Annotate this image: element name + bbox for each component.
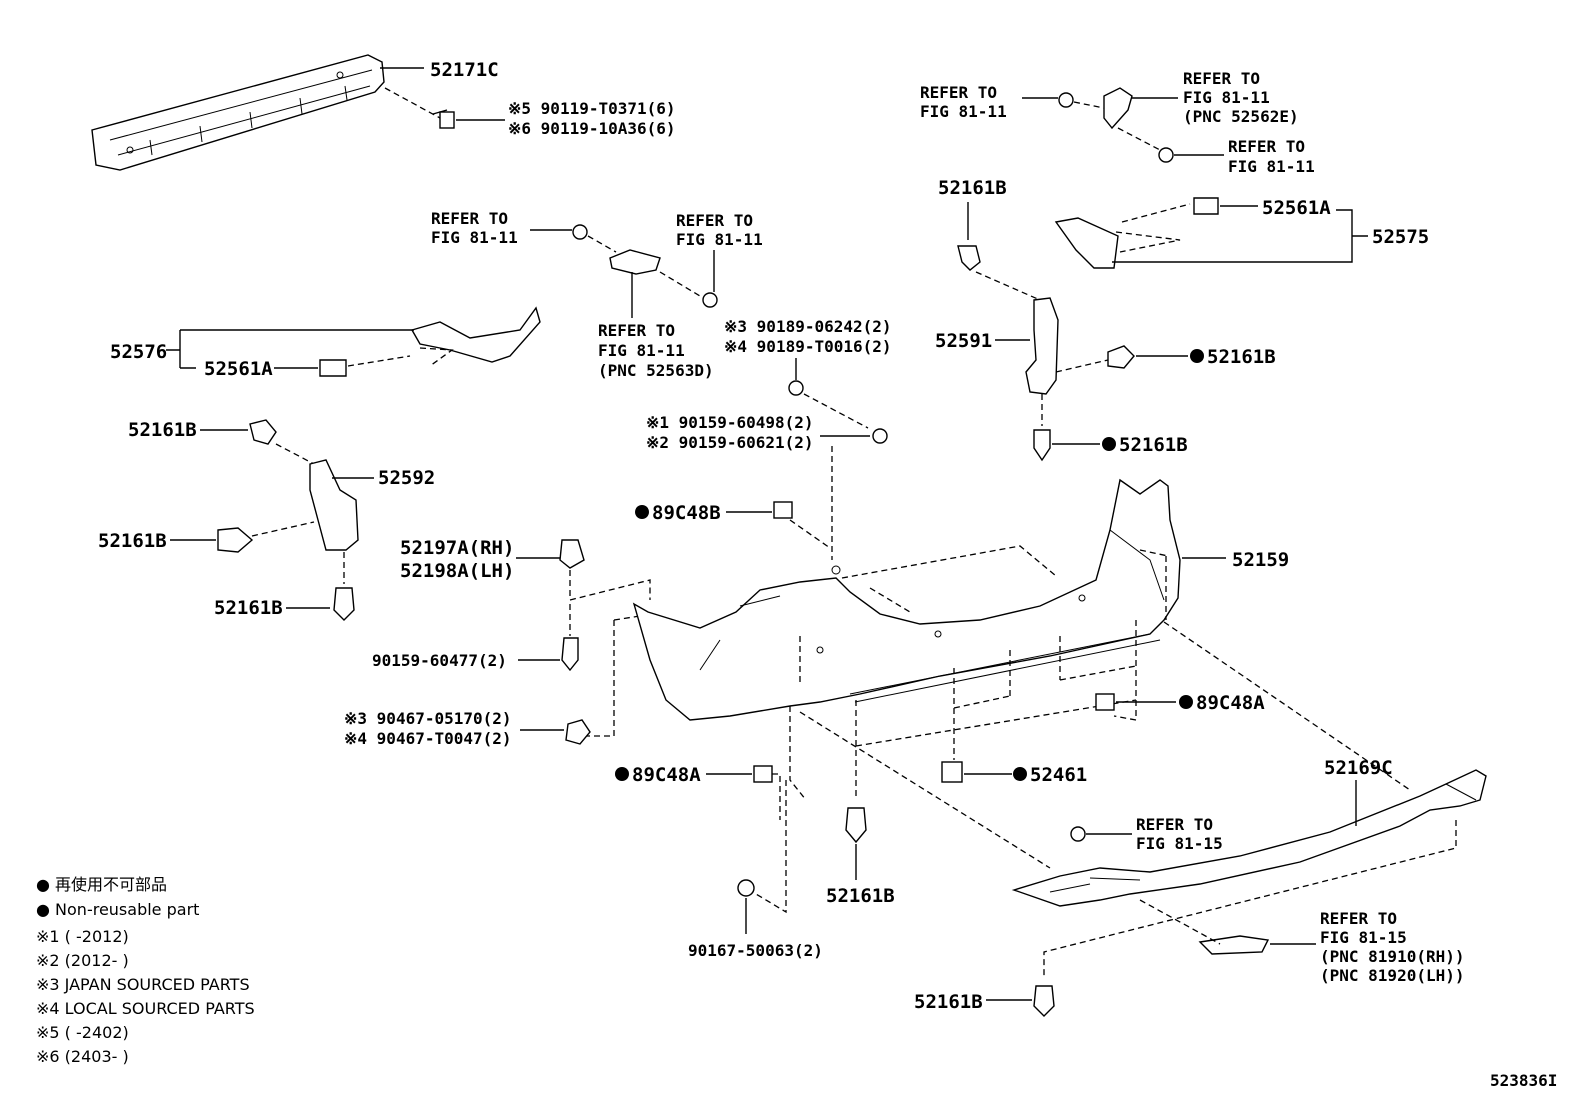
bolt-90119[interactable] — [432, 109, 455, 129]
clip-icon — [572, 224, 588, 240]
lower-spoiler-52169c[interactable] — [1011, 769, 1487, 955]
part-label-90159-60477[interactable]: 90159-60477(2) — [372, 651, 507, 670]
refer-label: REFER TO — [1228, 137, 1305, 156]
legend-note-6: ※6 (2403- ) — [36, 1047, 129, 1066]
part-label-90467-t0047[interactable]: ※4 90467-T0047(2) — [344, 729, 512, 748]
part-label-52161b[interactable]: 52161B — [826, 885, 895, 907]
part-label-90119-10a36[interactable]: ※6 90119-10A36(6) — [508, 119, 676, 138]
refer-label: FIG 81-11 — [1228, 157, 1315, 176]
part-label-52159[interactable]: 52159 — [1232, 549, 1289, 571]
part-label-52161b[interactable]: 52161B — [1207, 346, 1276, 368]
part-label-90167-50063[interactable]: 90167-50063(2) — [688, 941, 823, 960]
part-label-90467-05170[interactable]: ※3 90467-05170(2) — [344, 709, 512, 728]
clip-icon — [1070, 826, 1086, 842]
part-label-52161b[interactable]: 52161B — [1119, 434, 1188, 456]
refer-label: FIG 81-15 — [1136, 834, 1223, 853]
clip-89c48a[interactable] — [753, 765, 773, 783]
clip-52161b[interactable] — [845, 807, 867, 844]
clip-icon — [1058, 92, 1074, 108]
part-label-52161b[interactable]: 52161B — [98, 530, 167, 552]
part-label-52161b[interactable]: 52161B — [214, 597, 283, 619]
refer-label: REFER TO — [598, 321, 675, 340]
part-label-90189-06242[interactable]: ※3 90189-06242(2) — [724, 317, 892, 336]
refer-label: REFER TO — [1320, 909, 1397, 928]
bolt-52561a[interactable] — [319, 359, 347, 377]
part-label-89c48b[interactable]: 89C48B — [652, 502, 721, 524]
refer-label: REFER TO — [431, 209, 508, 228]
refer-label: REFER TO — [1183, 69, 1260, 88]
nut-icon — [788, 380, 804, 396]
legend-non-reusable-ja: ● 再使用不可部品 — [36, 875, 167, 894]
clip-52161b[interactable] — [957, 245, 981, 271]
refer-label: (PNC 81910(RH)) — [1320, 947, 1465, 966]
part-label-52592[interactable]: 52592 — [378, 467, 435, 489]
legend-note-2: ※2 (2012- ) — [36, 951, 129, 970]
clip-52161b[interactable] — [1107, 345, 1135, 369]
screw-90159-60477[interactable] — [561, 637, 579, 672]
refer-label: FIG 81-11 — [1183, 88, 1270, 107]
part-label-52561a[interactable]: 52561A — [204, 358, 273, 380]
clip-52161b[interactable] — [217, 527, 254, 553]
part-label-52575[interactable]: 52575 — [1372, 226, 1429, 248]
clip-89c48b[interactable] — [773, 501, 793, 519]
bracket-52591[interactable] — [1025, 297, 1059, 395]
screw-icon — [1158, 147, 1174, 163]
bracket-52562e[interactable] — [1103, 87, 1133, 130]
clip-52161b[interactable] — [249, 419, 277, 445]
part-label-52161b[interactable]: 52161B — [938, 177, 1007, 199]
part-label-90159-60498[interactable]: ※1 90159-60498(2) — [646, 413, 814, 432]
clip-52161b[interactable] — [1033, 429, 1051, 462]
part-label-52161b[interactable]: 52161B — [128, 419, 197, 441]
bracket-52563d[interactable] — [609, 249, 661, 275]
part-label-52169c[interactable]: 52169C — [1324, 757, 1393, 779]
part-label-52171c[interactable]: 52171C — [430, 59, 499, 81]
retainer-90467[interactable] — [565, 719, 591, 745]
refer-label: FIG 81-11 — [431, 228, 518, 247]
bracket-52592[interactable] — [309, 459, 359, 551]
part-label-89c48a[interactable]: 89C48A — [1196, 692, 1265, 714]
legend-note-5: ※5 ( -2402) — [36, 1023, 129, 1042]
part-label-90189-t0016[interactable]: ※4 90189-T0016(2) — [724, 337, 892, 356]
pad-52461[interactable] — [941, 761, 963, 783]
part-label-90159-60621[interactable]: ※2 90159-60621(2) — [646, 433, 814, 452]
bolt-90159[interactable] — [872, 428, 888, 444]
part-label-52198a[interactable]: 52198A(LH) — [400, 560, 514, 582]
clip-52161b[interactable] — [1033, 985, 1055, 1017]
part-label-90119-t0371[interactable]: ※5 90119-T0371(6) — [508, 99, 676, 118]
part-label-52461[interactable]: 52461 — [1030, 764, 1087, 786]
part-label-52197a[interactable]: 52197A(RH) — [400, 537, 514, 559]
bracket-52575[interactable] — [1054, 217, 1119, 269]
refer-label: REFER TO — [920, 83, 997, 102]
part-label-89c48a[interactable]: 89C48A — [632, 764, 701, 786]
refer-label: (PNC 52563D) — [598, 361, 714, 380]
bumper-reinforcement-52171c[interactable] — [91, 54, 385, 171]
screw-icon — [702, 292, 718, 308]
refer-label: (PNC 81920(LH)) — [1320, 966, 1465, 985]
refer-label: FIG 81-11 — [598, 341, 685, 360]
clip-52197a[interactable] — [559, 539, 585, 569]
bumper-cover-52159[interactable] — [632, 478, 1181, 721]
refer-label: FIG 81-15 — [1320, 928, 1407, 947]
refer-label: FIG 81-11 — [920, 102, 1007, 121]
refer-label: REFER TO — [676, 211, 753, 230]
bracket-52576[interactable] — [410, 306, 541, 363]
refer-label: REFER TO — [1136, 815, 1213, 834]
bolt-52561a[interactable] — [1193, 197, 1219, 215]
legend-note-3: ※3 JAPAN SOURCED PARTS — [36, 975, 250, 994]
clip-52161b[interactable] — [333, 587, 355, 621]
legend-non-reusable-en: ● Non-reusable part — [36, 900, 199, 919]
clip-89c48a[interactable] — [1095, 693, 1115, 711]
diagram-id: 523836I — [1490, 1071, 1557, 1090]
refer-label: (PNC 52562E) — [1183, 107, 1299, 126]
part-label-52561a[interactable]: 52561A — [1262, 197, 1331, 219]
part-label-52161b[interactable]: 52161B — [914, 991, 983, 1013]
legend-note-1: ※1 ( -2012) — [36, 927, 129, 946]
refer-label: FIG 81-11 — [676, 230, 763, 249]
screw-90167[interactable] — [737, 879, 755, 897]
part-label-52591[interactable]: 52591 — [935, 330, 992, 352]
part-label-52576[interactable]: 52576 — [110, 341, 167, 363]
reflector-icon — [1198, 935, 1270, 955]
legend-note-4: ※4 LOCAL SOURCED PARTS — [36, 999, 255, 1018]
